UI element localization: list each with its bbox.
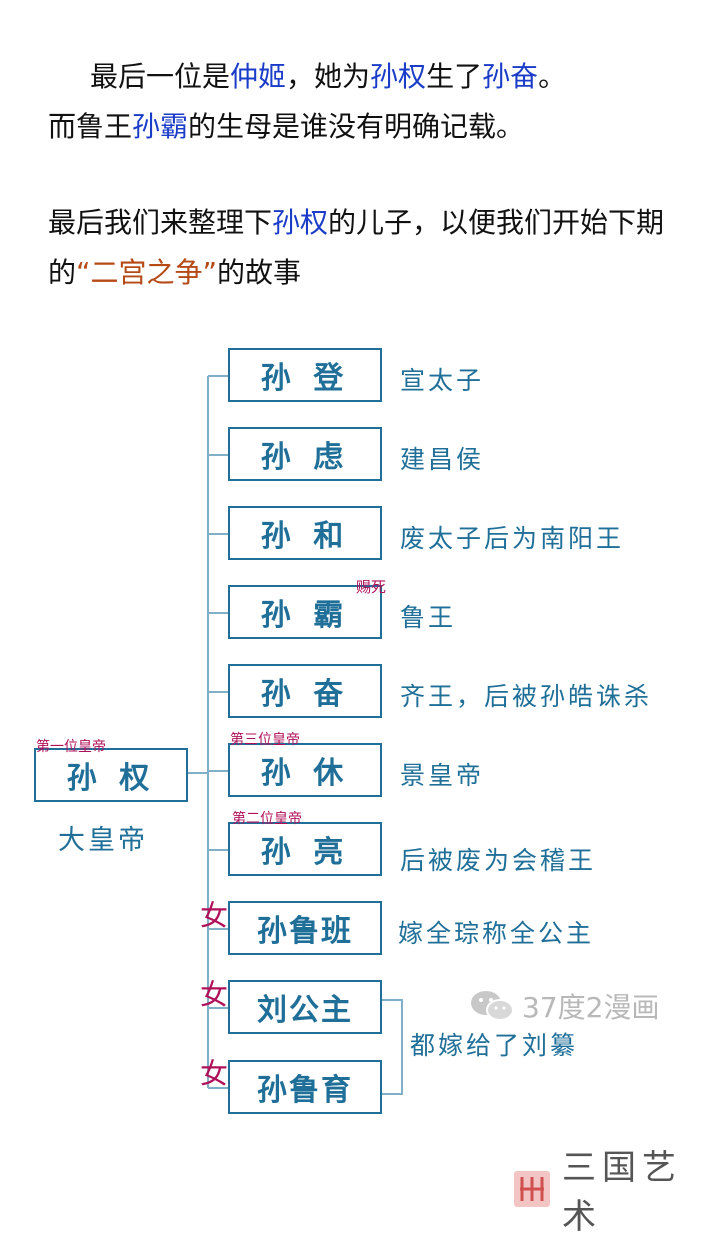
child-desc-sun-lv: 建昌侯 — [400, 445, 485, 474]
wechat-watermark: 37度2漫画 — [470, 986, 659, 1026]
logo-watermark: 三国艺术 — [512, 1140, 720, 1238]
child-box-sun-fen: 孙 奋 — [228, 664, 382, 718]
shared-desc-married: 都嫁给了刘纂 — [410, 1031, 579, 1060]
child-tag-sun-xiu: 第三位皇帝 — [230, 732, 300, 748]
paragraph-2: 最后我们来整理下孙权的儿子，以便我们开始下期的“二宫之争”的故事 — [48, 206, 665, 289]
child-desc-sun-he: 废太子后为南阳王 — [400, 524, 625, 553]
child-desc-sun-fen: 齐王，后被孙皓诛杀 — [400, 682, 653, 711]
tree-connectors — [186, 375, 403, 1095]
child-box-sun-he: 孙 和 — [228, 506, 382, 560]
female-mark-sun-luban: 女 — [200, 899, 229, 932]
logo-seal-icon — [512, 1169, 552, 1209]
child-box-liu-princess: 刘公主 — [228, 980, 382, 1034]
child-box-sun-xiu: 孙 休 — [228, 743, 382, 797]
child-desc-sun-xiu: 景皇帝 — [400, 761, 485, 790]
child-box-sun-ba: 孙 霸 — [228, 585, 382, 639]
child-desc-sun-luban: 嫁全琮称全公主 — [398, 919, 595, 948]
root-title: 大皇帝 — [58, 825, 148, 856]
child-box-sun-luban: 孙鲁班 — [228, 901, 382, 955]
child-box-sun-deng: 孙 登 — [228, 348, 382, 402]
child-desc-sun-liang: 后被废为会稽王 — [400, 846, 597, 875]
child-desc-sun-ba: 鲁王 — [400, 603, 457, 632]
female-mark-liu-princess: 女 — [200, 978, 229, 1011]
female-mark-sun-luyu: 女 — [200, 1057, 229, 1090]
child-box-sun-lv: 孙 虑 — [228, 427, 382, 481]
root-box-sun-quan: 孙 权 — [34, 748, 188, 802]
child-desc-sun-deng: 宣太子 — [400, 366, 485, 395]
child-box-sun-luyu: 孙鲁育 — [228, 1060, 382, 1114]
child-tag-sun-liang: 第二位皇帝 — [232, 811, 302, 827]
root-tag: 第一位皇帝 — [36, 739, 106, 755]
child-box-sun-liang: 孙 亮 — [228, 822, 382, 876]
paragraph-1: 最后一位是仲姬，她为孙权生了孙奋。 而鲁王孙霸的生母是谁没有明确记载。 — [48, 60, 567, 143]
wechat-icon — [470, 989, 514, 1023]
child-tag-sun-ba: 赐死 — [356, 578, 387, 596]
